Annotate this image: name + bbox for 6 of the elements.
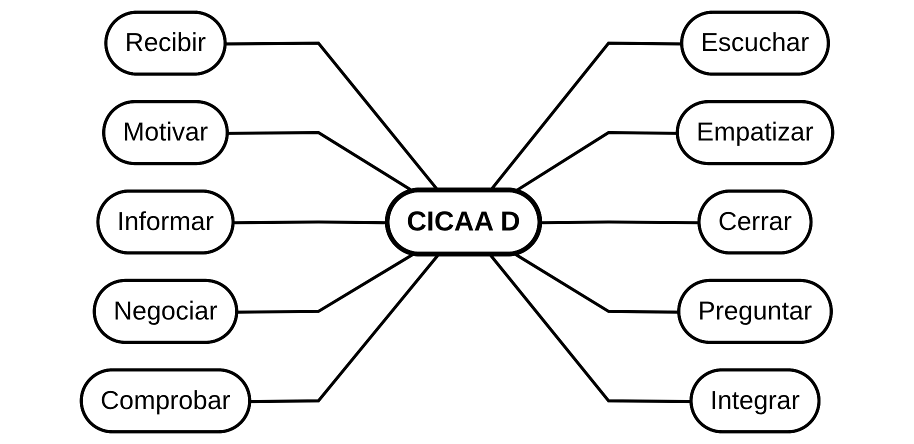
connector [489,42,682,192]
connector [489,254,692,404]
connector [226,42,440,192]
connector [234,220,388,224]
connector [540,220,700,224]
connector [237,252,414,314]
